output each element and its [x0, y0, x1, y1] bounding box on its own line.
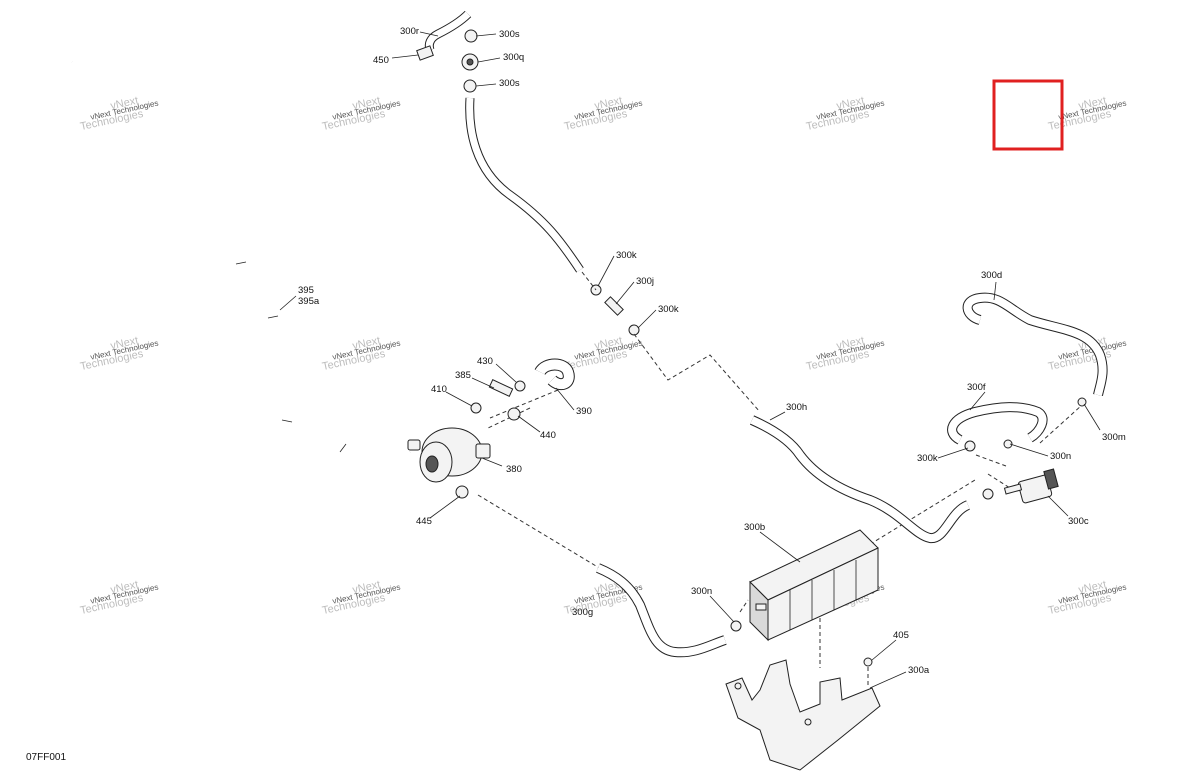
callout-300n-right: 300n	[1050, 451, 1071, 462]
pump-380	[407, 427, 491, 499]
hose-390	[534, 358, 575, 391]
callout-440: 440	[540, 430, 556, 441]
watermark-line1: vNext	[109, 579, 139, 597]
callout-390: 390	[576, 406, 592, 417]
callout-300q: 300q	[503, 52, 524, 63]
watermark-line1: vNext	[1077, 95, 1107, 113]
callout-300m: 300m	[1102, 432, 1126, 443]
watermark-line1: vNext	[109, 95, 139, 113]
callout-380: 380	[506, 464, 522, 475]
hose-300g	[596, 563, 742, 658]
callout-300n-left: 300n	[691, 586, 712, 597]
callout-300s-top: 300s	[499, 29, 520, 40]
highlight-box	[992, 79, 1064, 151]
callout-300j: 300j	[636, 276, 654, 287]
callout-300k-c: 300k	[917, 453, 938, 464]
purge-valve-300c	[1003, 468, 1059, 504]
callout-300s-bottom: 300s	[499, 78, 520, 89]
watermark-line1: vNext	[835, 95, 865, 113]
callout-300r: 300r	[400, 26, 419, 37]
callout-300a: 300a	[908, 665, 930, 676]
hose-395	[68, 60, 413, 473]
callout-430: 430	[477, 356, 493, 367]
callout-300b: 300b	[744, 522, 765, 533]
callout-300d: 300d	[981, 270, 1002, 281]
fittings-385-410-430-440	[470, 379, 526, 421]
hose-300f	[947, 402, 1048, 500]
callout-385: 385	[455, 370, 471, 381]
callout-300g: 300g	[572, 607, 593, 618]
canister-300b	[749, 529, 879, 642]
bracket-300a	[725, 657, 881, 771]
hose-300h-upper	[465, 97, 640, 336]
watermark-line1: vNext	[593, 95, 623, 113]
drawing-reference: 07FF001	[26, 752, 66, 763]
callout-300h: 300h	[786, 402, 807, 413]
callout-300f: 300f	[967, 382, 986, 393]
watermark-line1: vNext	[109, 335, 139, 353]
callout-labels: 300r 450 300s 300q 300s 300k 300j 300k 3…	[298, 26, 1126, 676]
callout-405: 405	[893, 630, 909, 641]
watermark-line1: vNext	[351, 579, 381, 597]
leader-lines	[279, 31, 1101, 689]
callout-300c: 300c	[1068, 516, 1089, 527]
hose-300h	[749, 415, 971, 543]
callout-450: 450	[373, 55, 389, 66]
callout-395: 395	[298, 285, 314, 296]
hose-300r	[416, 10, 479, 93]
callout-410: 410	[431, 384, 447, 395]
callout-300k-b: 300k	[658, 304, 679, 315]
watermark-line1: vNext	[351, 335, 381, 353]
callout-300k-a: 300k	[616, 250, 637, 261]
watermark-line1: vNext	[593, 335, 623, 353]
callout-395a: 395a	[298, 296, 320, 307]
callout-445: 445	[416, 516, 432, 527]
watermark-line1: vNext	[351, 95, 381, 113]
watermark-line1: vNext	[1077, 579, 1107, 597]
watermark-line1: vNext	[835, 335, 865, 353]
